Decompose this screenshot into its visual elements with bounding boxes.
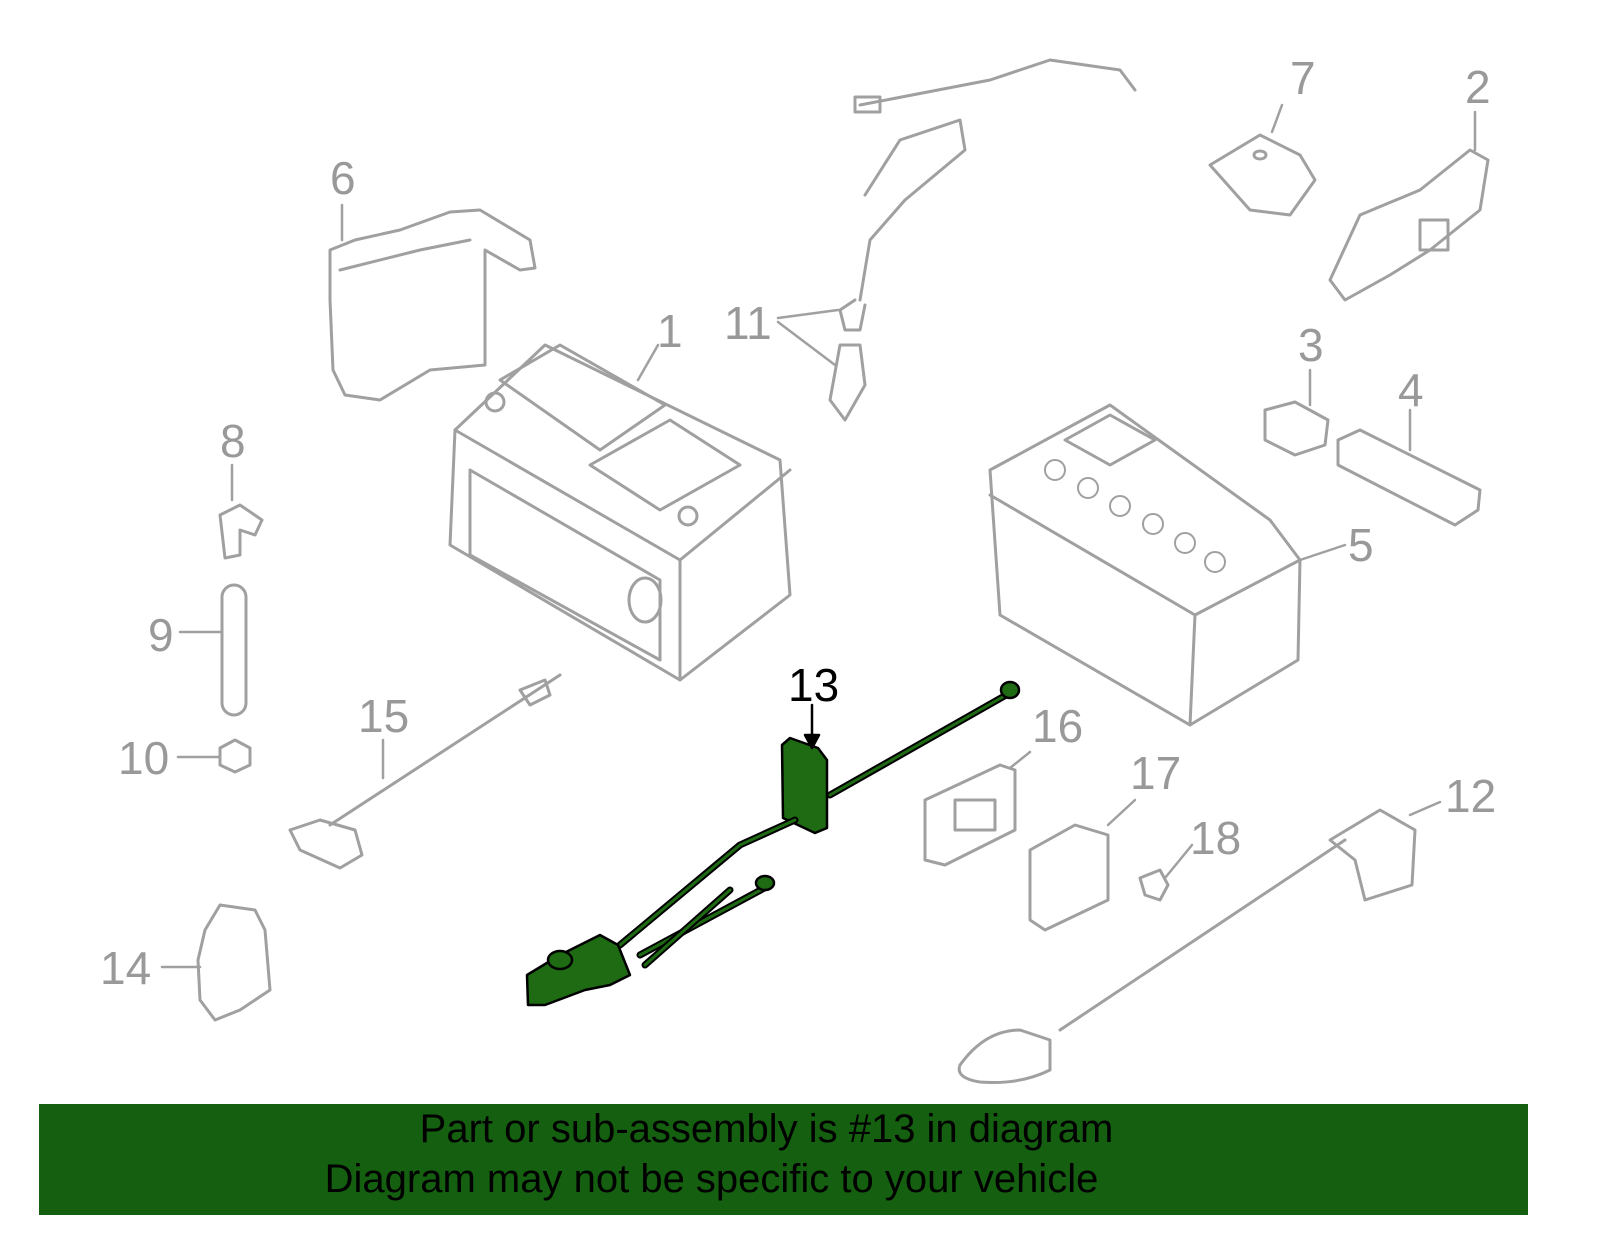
- part-15-sensor-cable[interactable]: [288, 673, 562, 870]
- leader-arrow-13: [803, 703, 821, 750]
- part-1-battery[interactable]: [448, 343, 792, 682]
- part-17-module[interactable]: [1028, 823, 1110, 932]
- part-9-tube[interactable]: [220, 583, 248, 717]
- part-5-battery[interactable]: [988, 403, 1302, 727]
- part-14-cover[interactable]: [196, 903, 272, 1022]
- leader-arrows: [160, 103, 1477, 969]
- part-4-bar[interactable]: [1336, 428, 1482, 527]
- banner-line-1: Part or sub-assembly is #13 in diagram: [419, 1107, 1114, 1151]
- label-6: 6: [330, 152, 356, 204]
- label-8: 8: [220, 415, 246, 467]
- label-1: 1: [657, 305, 683, 357]
- part-10-nut[interactable]: [218, 738, 252, 774]
- label-14: 14: [100, 942, 152, 994]
- part-6-bracket[interactable]: [328, 208, 537, 402]
- label-10: 10: [118, 732, 170, 784]
- label-4: 4: [1398, 364, 1424, 416]
- label-15: 15: [358, 690, 410, 742]
- label-13: 13: [788, 659, 840, 711]
- info-banner: Part or sub-assembly is #13 in diagram D…: [39, 1104, 1528, 1215]
- label-5: 5: [1348, 519, 1374, 571]
- label-12: 12: [1445, 770, 1497, 822]
- banner-line-2: Diagram may not be specific to your vehi…: [324, 1157, 1099, 1201]
- label-18: 18: [1190, 812, 1242, 864]
- label-7: 7: [1290, 52, 1316, 104]
- part-18-clip[interactable]: [1138, 868, 1170, 902]
- label-17: 17: [1130, 747, 1182, 799]
- part-16-module[interactable]: [923, 763, 1017, 867]
- part-11-cable[interactable]: [828, 58, 1137, 422]
- part-2-bracket[interactable]: [1328, 148, 1490, 302]
- label-3: 3: [1298, 319, 1324, 371]
- part-12-cable[interactable]: [957, 808, 1417, 1084]
- label-11: 11: [724, 297, 772, 349]
- part-13-battery-cable[interactable]: [525, 680, 1021, 1007]
- label-16: 16: [1032, 700, 1084, 752]
- label-2: 2: [1465, 61, 1491, 113]
- label-9: 9: [148, 609, 174, 661]
- part-7-bracket[interactable]: [1208, 133, 1317, 217]
- part-3-block[interactable]: [1263, 400, 1330, 457]
- part-8-elbow[interactable]: [218, 503, 264, 560]
